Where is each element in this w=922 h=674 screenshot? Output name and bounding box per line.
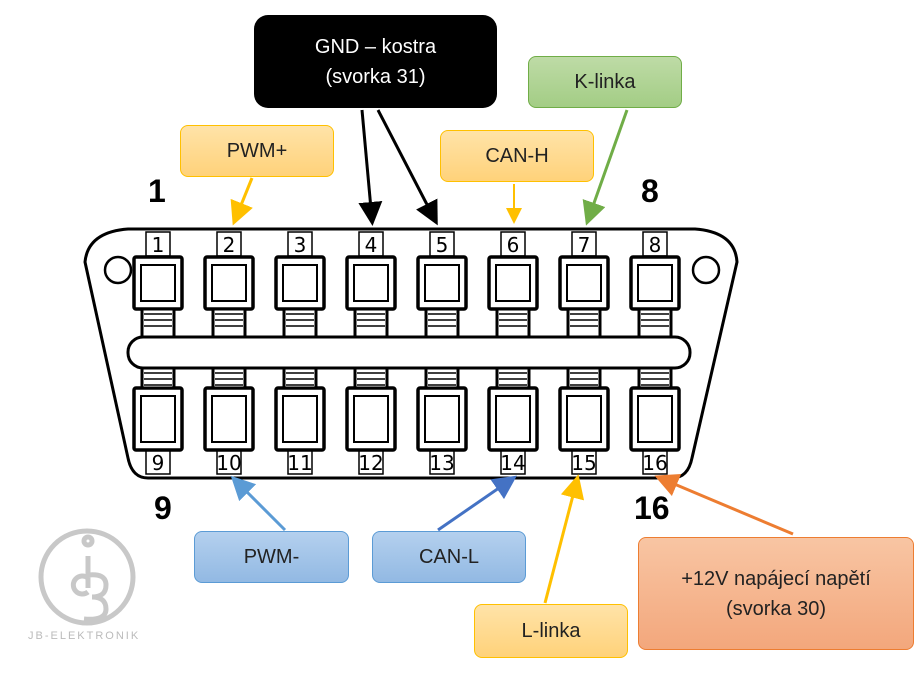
pin-number: 8: [649, 233, 662, 257]
v12-sublabel: (svorka 30): [725, 597, 827, 620]
callout-gnd: GND – kostra (svorka 31): [254, 15, 497, 108]
callout-pwm-plus: PWM+: [180, 125, 334, 177]
pin-number: 12: [358, 451, 383, 475]
gnd-label: GND – kostra: [314, 35, 437, 58]
mounting-hole-right: [691, 255, 721, 285]
arrow-can-l: [437, 475, 517, 532]
pin-number: 15: [571, 451, 596, 475]
pin-16: 16: [629, 366, 681, 475]
pin-number: 11: [287, 451, 312, 475]
pin-number-box: [145, 231, 171, 257]
center-bar: [126, 335, 692, 370]
pin-number: 2: [223, 233, 236, 257]
pin-number-box: [429, 231, 455, 257]
pin-9-marker: 9: [154, 490, 172, 526]
pin-number: 3: [294, 233, 307, 257]
callout-can-l: CAN-L: [372, 531, 526, 583]
callout-l-linka: L-linka: [474, 604, 628, 658]
callout-can-h: CAN-H: [440, 130, 594, 182]
pin-number: 1: [152, 233, 165, 257]
pin-3: 3: [274, 231, 326, 339]
pin-number-box: [571, 449, 597, 475]
pin-number: 13: [429, 451, 454, 475]
pin-16-marker: 16: [634, 490, 670, 526]
pin-number: 10: [216, 451, 241, 475]
pin-number: 7: [578, 233, 591, 257]
pin-6: 6: [487, 231, 539, 339]
pin-12: 12: [345, 366, 397, 475]
pin-number: 5: [436, 233, 449, 257]
pin-5: 5: [416, 231, 468, 339]
pin-8-marker: 8: [641, 173, 659, 209]
pin-number-box: [358, 231, 384, 257]
pin-1: 1: [132, 231, 184, 339]
arrow-pwm-plus: [230, 177, 254, 226]
arrow-k-linka: [582, 109, 629, 226]
pin-11: 11: [274, 366, 326, 475]
v12-label: +12V napájecí napětí: [681, 567, 871, 590]
callout-12v: +12V napájecí napětí (svorka 30): [638, 537, 914, 650]
pin-4: 4: [345, 231, 397, 339]
mounting-hole-left: [103, 255, 133, 285]
pin-number-box: [642, 231, 668, 257]
arrow-12v: [654, 473, 794, 536]
gnd-sublabel: (svorka 31): [325, 65, 426, 88]
pin-7: 7: [558, 231, 610, 339]
pin-9: 9: [132, 366, 184, 475]
arrow-l-linka: [543, 474, 585, 604]
arrow-pwm-minus: [230, 475, 287, 532]
pin-number: 4: [365, 233, 378, 257]
pin-number: 16: [642, 451, 667, 475]
pin-number: 9: [152, 451, 165, 475]
pin-number-box: [571, 231, 597, 257]
logo-text: JB-ELEKTRONIK: [28, 630, 141, 642]
pin-13: 13: [416, 366, 468, 475]
callout-pwm-minus: PWM-: [194, 531, 349, 583]
pin-15: 15: [558, 366, 610, 475]
pin-number: 14: [500, 451, 525, 475]
pin-number-box: [216, 231, 242, 257]
pin-1-marker: 1: [148, 173, 166, 209]
pin-10: 10: [203, 366, 255, 475]
arrow-gnd-4: [358, 109, 383, 226]
callout-k-linka: K-linka: [528, 56, 682, 108]
jb-logo-icon: [38, 528, 136, 626]
arrow-gnd-5: [376, 109, 438, 226]
pin-number: 6: [507, 233, 520, 257]
pin-2: 2: [203, 231, 255, 339]
